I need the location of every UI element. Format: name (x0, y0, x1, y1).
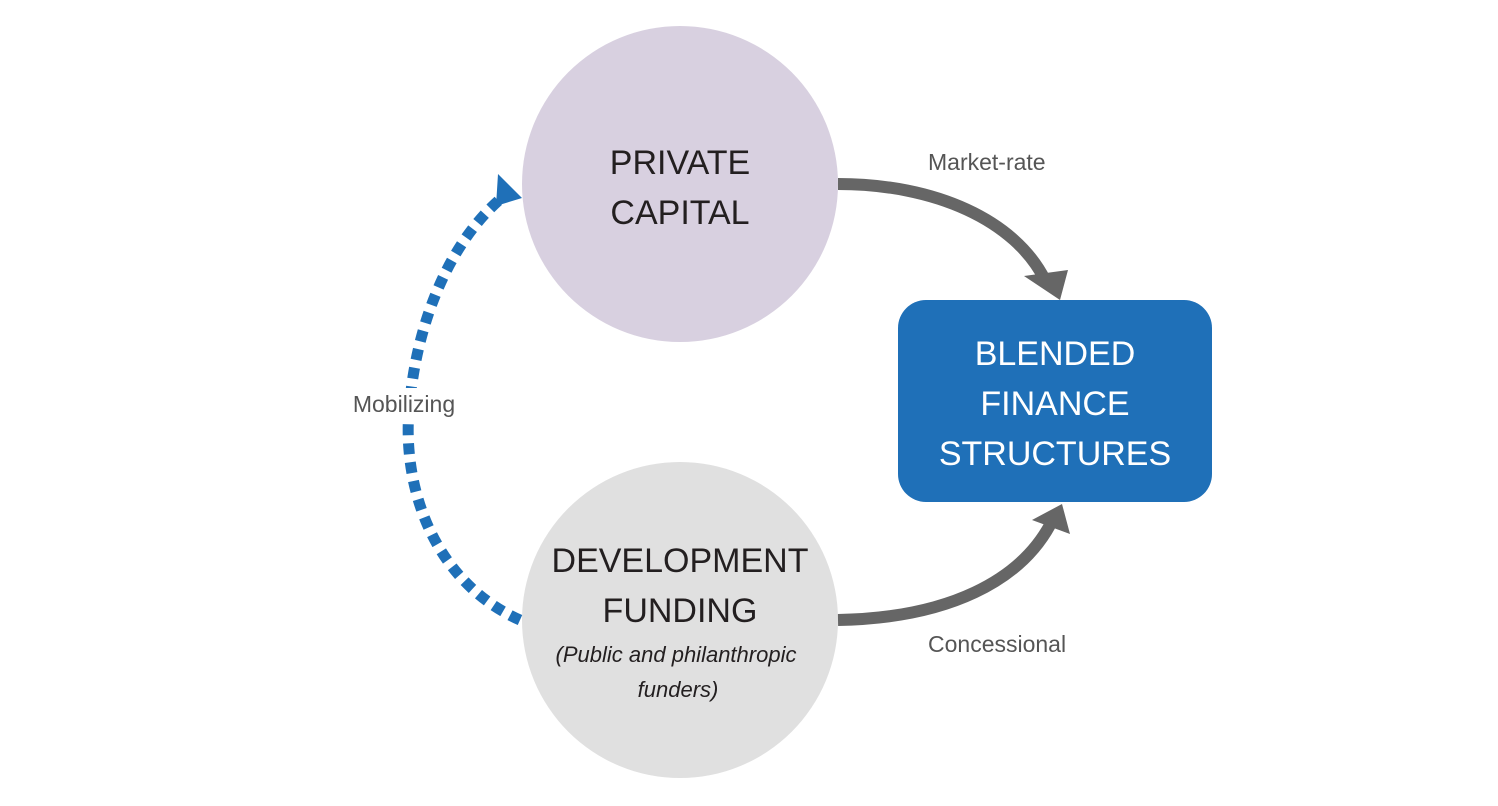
blended-finance-box (898, 300, 1212, 502)
mobilizing-edge: Mobilizing (345, 174, 523, 626)
blended-finance-node: BLENDED FINANCE STRUCTURES (898, 300, 1212, 502)
market-rate-edge: Market-rate (837, 149, 1068, 300)
development-funding-circle (522, 462, 838, 778)
market-rate-label: Market-rate (928, 149, 1046, 175)
mobilizing-label-bg (345, 388, 463, 424)
development-funding-label-line2: FUNDING (603, 592, 758, 630)
mobilizing-arrow-line (402, 190, 523, 626)
development-funding-sub-line2: funders) (638, 677, 719, 702)
mobilizing-arrow-head (496, 174, 522, 206)
development-funding-node: DEVELOPMENT FUNDING (Public and philanth… (522, 462, 838, 778)
market-rate-arrow-line (837, 178, 1051, 283)
private-capital-node: PRIVATE CAPITAL (522, 26, 838, 342)
development-funding-label-line1: DEVELOPMENT (552, 542, 809, 580)
concessional-arrow-line (837, 522, 1056, 626)
market-rate-arrow-head (1024, 270, 1068, 300)
blended-finance-label-line1: BLENDED (975, 335, 1136, 373)
concessional-edge: Concessional (837, 504, 1070, 657)
blended-finance-label-line3: STRUCTURES (939, 435, 1171, 473)
concessional-label: Concessional (928, 631, 1066, 657)
blended-finance-label-line2: FINANCE (980, 385, 1129, 423)
mobilizing-label: Mobilizing (353, 391, 455, 417)
development-funding-sub-line1: (Public and philanthropic (556, 642, 797, 667)
private-capital-label-line2: CAPITAL (610, 194, 749, 232)
concessional-arrow-head (1032, 504, 1070, 534)
private-capital-circle (522, 26, 838, 342)
private-capital-label-line1: PRIVATE (610, 144, 750, 182)
